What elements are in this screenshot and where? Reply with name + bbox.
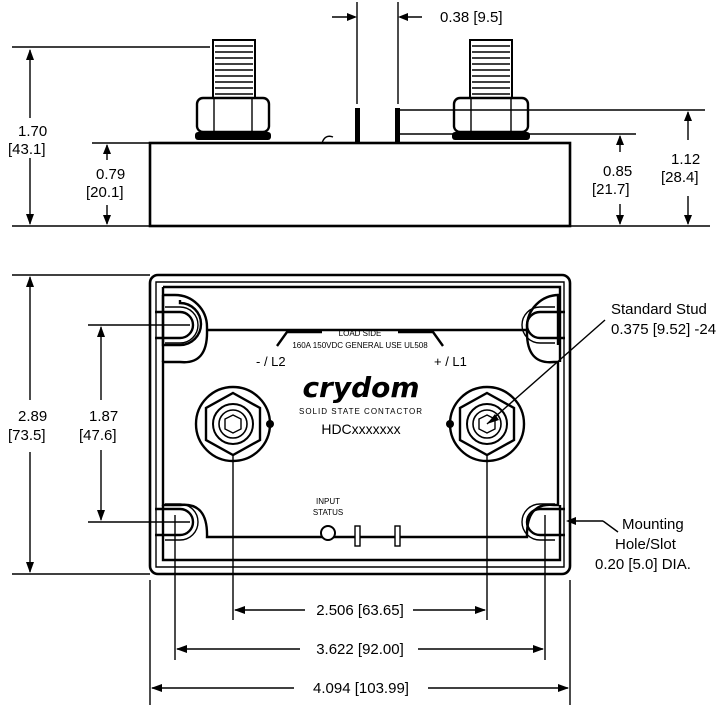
model-label: HDCxxxxxxx bbox=[321, 421, 400, 437]
terminal-right-label: + / L1 bbox=[434, 354, 467, 369]
mounting-slot-br bbox=[521, 503, 565, 541]
mounting-slot-tr bbox=[521, 306, 565, 344]
standard-stud-size: 0.375 [9.52] -24 bbox=[611, 321, 716, 338]
status-led bbox=[320, 525, 336, 541]
stud-height-dim-mm: [28.4] bbox=[661, 169, 699, 186]
stud-height-dim: 1.12 bbox=[671, 151, 700, 168]
mounting-slot-tl bbox=[155, 306, 199, 344]
load-side-label: LOAD SIDE bbox=[339, 329, 382, 338]
overall-height-dim: 1.70 bbox=[18, 123, 47, 140]
terminal-left-label: - / L2 bbox=[256, 354, 286, 369]
stud-spacing-dim: 2.506 [63.65] bbox=[316, 602, 404, 619]
top-view-body bbox=[148, 273, 572, 576]
input-pin-slot-right bbox=[394, 525, 401, 547]
body-height-left-dim-mm: [20.1] bbox=[86, 184, 124, 201]
mounting-slot-bl bbox=[155, 503, 199, 541]
input-pin-right bbox=[395, 108, 400, 144]
left-stud-top bbox=[194, 385, 274, 463]
brand-tagline: SOLID STATE CONTACTOR bbox=[299, 407, 423, 416]
body-height-right-dim: 0.85 bbox=[603, 163, 632, 180]
body-height-right-dim-mm: [21.7] bbox=[592, 181, 630, 198]
width-overall-dim-mm: [73.5] bbox=[8, 427, 46, 444]
hole-spacing-dim-mm: [47.6] bbox=[79, 427, 117, 444]
width-overall-dim: 2.89 bbox=[18, 408, 47, 425]
terminal-gap-dim: 0.38 [9.5] bbox=[440, 9, 503, 26]
hole-spacing-long-dim: 3.622 [92.00] bbox=[316, 641, 404, 658]
side-view-body bbox=[148, 141, 572, 228]
side-view: 0.38 [9.5] 1.70 [43.1] 0.79 [20.1] 0.85 … bbox=[8, 2, 710, 228]
overall-height-dim-mm: [43.1] bbox=[8, 141, 46, 158]
mounting-hole-label-2: Hole/Slot bbox=[615, 536, 677, 553]
top-view: LOAD SIDE 160A 150VDC GENERAL USE UL508 … bbox=[8, 273, 716, 705]
brand-logo: crydom bbox=[302, 371, 419, 404]
body-height-left-dim: 0.79 bbox=[96, 166, 125, 183]
left-stud-side bbox=[195, 39, 271, 140]
mounting-hole-label: Mounting bbox=[622, 516, 684, 533]
input-pin-left bbox=[355, 108, 360, 144]
overall-length-dim: 4.094 [103.99] bbox=[313, 680, 409, 697]
rating-label: 160A 150VDC GENERAL USE UL508 bbox=[292, 341, 428, 350]
mounting-hole-size: 0.20 [5.0] DIA. bbox=[595, 556, 691, 573]
right-stud-side bbox=[452, 39, 530, 140]
standard-stud-label: Standard Stud bbox=[611, 301, 707, 318]
input-status-label: INPUT bbox=[316, 497, 340, 506]
input-pin-slot-left bbox=[354, 525, 361, 547]
hole-spacing-dim: 1.87 bbox=[89, 408, 118, 425]
input-status-label-2: STATUS bbox=[313, 508, 343, 517]
